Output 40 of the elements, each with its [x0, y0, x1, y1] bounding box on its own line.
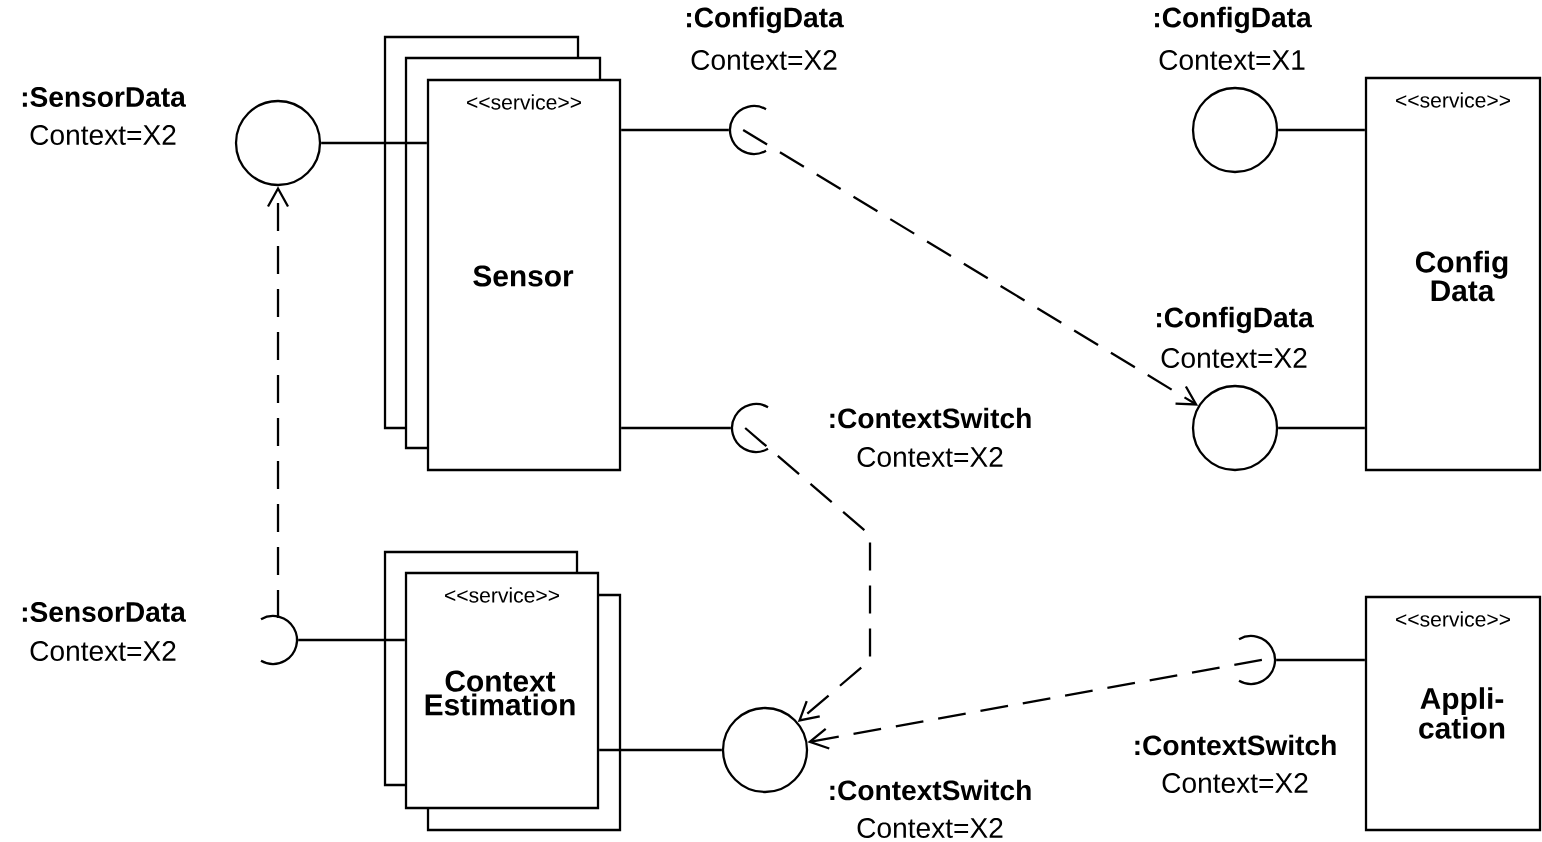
interface-label: Context=X2: [30, 125, 176, 145]
interface-label: :SensorData: [22, 602, 186, 622]
dashed-arrow: [744, 427, 872, 722]
connector-line: [1276, 658, 1365, 662]
connector-line: [621, 128, 729, 132]
provided-interface-circle: [1191, 384, 1279, 472]
interface-label: Context=X2: [857, 447, 1003, 467]
interface-label: Context=X2: [857, 818, 1003, 838]
required-interface-socket: [260, 614, 299, 666]
connector-line: [298, 638, 405, 642]
interface-label: :ConfigData: [1155, 6, 1312, 34]
connector-line: [1278, 426, 1365, 430]
interface-label: :ContextSwitch: [830, 407, 1031, 429]
required-interface-socket: [730, 402, 769, 454]
required-interface-socket: [1238, 634, 1277, 686]
connector-line: [621, 426, 731, 430]
dashed-arrow: [807, 658, 1263, 750]
service-box: <<service>> Appli- cation: [1364, 595, 1542, 832]
connector-line: [1278, 128, 1365, 132]
interface-label: :ConfigData: [1157, 306, 1314, 334]
provided-interface-circle: [1191, 86, 1279, 174]
interface-label: Context=X2: [1161, 348, 1307, 368]
interface-label: :ContextSwitch: [1135, 734, 1336, 756]
provided-interface-circle: [721, 706, 809, 794]
service-box: <<service>> Context Estimation: [383, 550, 622, 832]
dashed-arrow: [742, 129, 1199, 406]
interface-label: Context=X2: [30, 641, 176, 661]
provided-interface-circle: [234, 99, 322, 187]
connector-line: [321, 141, 427, 145]
required-interface-socket: [728, 104, 767, 156]
interface-label: Context=X1: [1159, 50, 1305, 70]
interface-label: :SensorData: [22, 87, 186, 107]
dashed-arrow: [267, 186, 289, 619]
interface-label: Context=X2: [691, 50, 837, 70]
service-box: <<service>> Config Data: [1364, 76, 1542, 472]
interface-label: Context=X2: [1162, 773, 1308, 793]
service-box: <<service>> Sensor: [383, 35, 622, 472]
interface-label: :ContextSwitch: [830, 779, 1031, 801]
connector-line: [599, 748, 722, 752]
interface-label: :ConfigData: [687, 6, 844, 34]
